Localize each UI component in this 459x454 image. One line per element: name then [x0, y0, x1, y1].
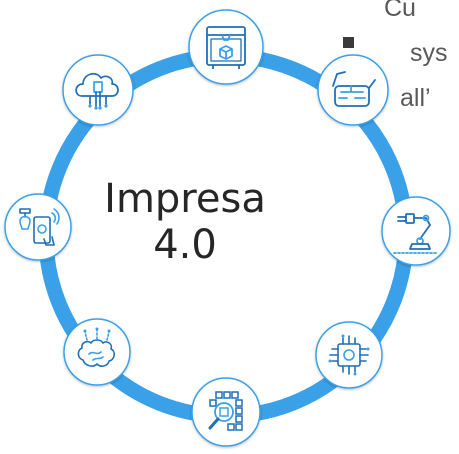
- microchip-cpu-icon: [328, 334, 370, 376]
- node-smart-glasses: [317, 54, 389, 126]
- node-3d-printer: [188, 9, 264, 85]
- robotic-arm-icon: [393, 213, 439, 254]
- smart-glasses-icon: [332, 71, 376, 107]
- brain-ai-icon: [77, 327, 115, 367]
- cloud-computing-icon: [75, 72, 119, 110]
- node-data-search: [191, 377, 261, 447]
- node-brain-ai: [63, 318, 131, 386]
- center-title: Impresa 4.0: [100, 176, 270, 268]
- bullet-marker: [343, 37, 354, 48]
- center-title-line-2: 4.0: [153, 222, 217, 268]
- node-smartphone: [4, 193, 72, 261]
- background-text-line-2: sys: [410, 39, 448, 67]
- smartphone-smart-home-icon: [19, 208, 60, 246]
- node-robotic-arm: [381, 196, 451, 266]
- 3d-printer-icon: [206, 26, 246, 69]
- center-title-line-1: Impresa: [104, 176, 266, 222]
- background-text-line-1: Cu: [384, 0, 416, 22]
- node-microchip: [315, 321, 383, 389]
- background-text-line-3: all’: [400, 84, 431, 112]
- data-search-icon: [208, 391, 243, 431]
- node-cloud: [62, 54, 134, 126]
